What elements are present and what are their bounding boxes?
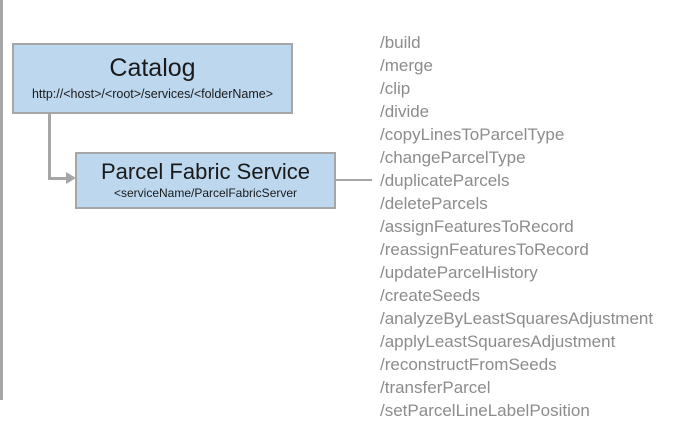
operation-item[interactable]: /applyLeastSquaresAdjustment <box>380 332 616 351</box>
operation-item[interactable]: /merge <box>380 56 433 75</box>
operation-item[interactable]: /createSeeds <box>380 286 481 305</box>
catalog-node: Catalog http://<host>/<root>/services/<f… <box>12 43 293 114</box>
parcel-fabric-service-node-title: Parcel Fabric Service <box>100 159 311 185</box>
arrowhead-icon <box>66 172 76 184</box>
operation-item[interactable]: /clip <box>380 79 411 98</box>
connector-catalog-horizontal <box>48 177 70 180</box>
operation-item[interactable]: /deleteParcels <box>380 194 488 213</box>
operation-item[interactable]: /build <box>380 33 421 52</box>
operation-item[interactable]: /updateParcelHistory <box>380 263 538 282</box>
catalog-node-subtitle: http://<host>/<root>/services/<folderNam… <box>31 87 274 102</box>
catalog-node-title: Catalog <box>109 54 196 82</box>
operation-item[interactable]: /reassignFeaturesToRecord <box>380 240 589 259</box>
operation-item[interactable]: /setParcelLineLabelPosition <box>380 401 590 420</box>
operation-item[interactable]: /transferParcel <box>380 378 491 397</box>
operation-item[interactable]: /duplicateParcels <box>380 171 510 190</box>
operations-list: /build/merge/clip/divide/copyLinesToParc… <box>380 31 680 422</box>
operations-divider <box>0 0 3 400</box>
parcel-fabric-service-node-subtitle: <serviceName/ParcelFabricServer <box>113 186 298 201</box>
operation-item[interactable]: /assignFeaturesToRecord <box>380 217 574 236</box>
operation-item[interactable]: /changeParcelType <box>380 148 526 167</box>
connector-service-to-operations <box>336 179 372 181</box>
operation-item[interactable]: /divide <box>380 102 430 121</box>
connector-catalog-vertical <box>48 114 51 180</box>
operation-item[interactable]: /analyzeByLeastSquaresAdjustment <box>380 309 654 328</box>
parcel-fabric-service-node: Parcel Fabric Service <serviceName/Parce… <box>75 152 336 209</box>
operation-item[interactable]: /copyLinesToParcelType <box>380 125 565 144</box>
operation-item[interactable]: /reconstructFromSeeds <box>380 355 557 374</box>
